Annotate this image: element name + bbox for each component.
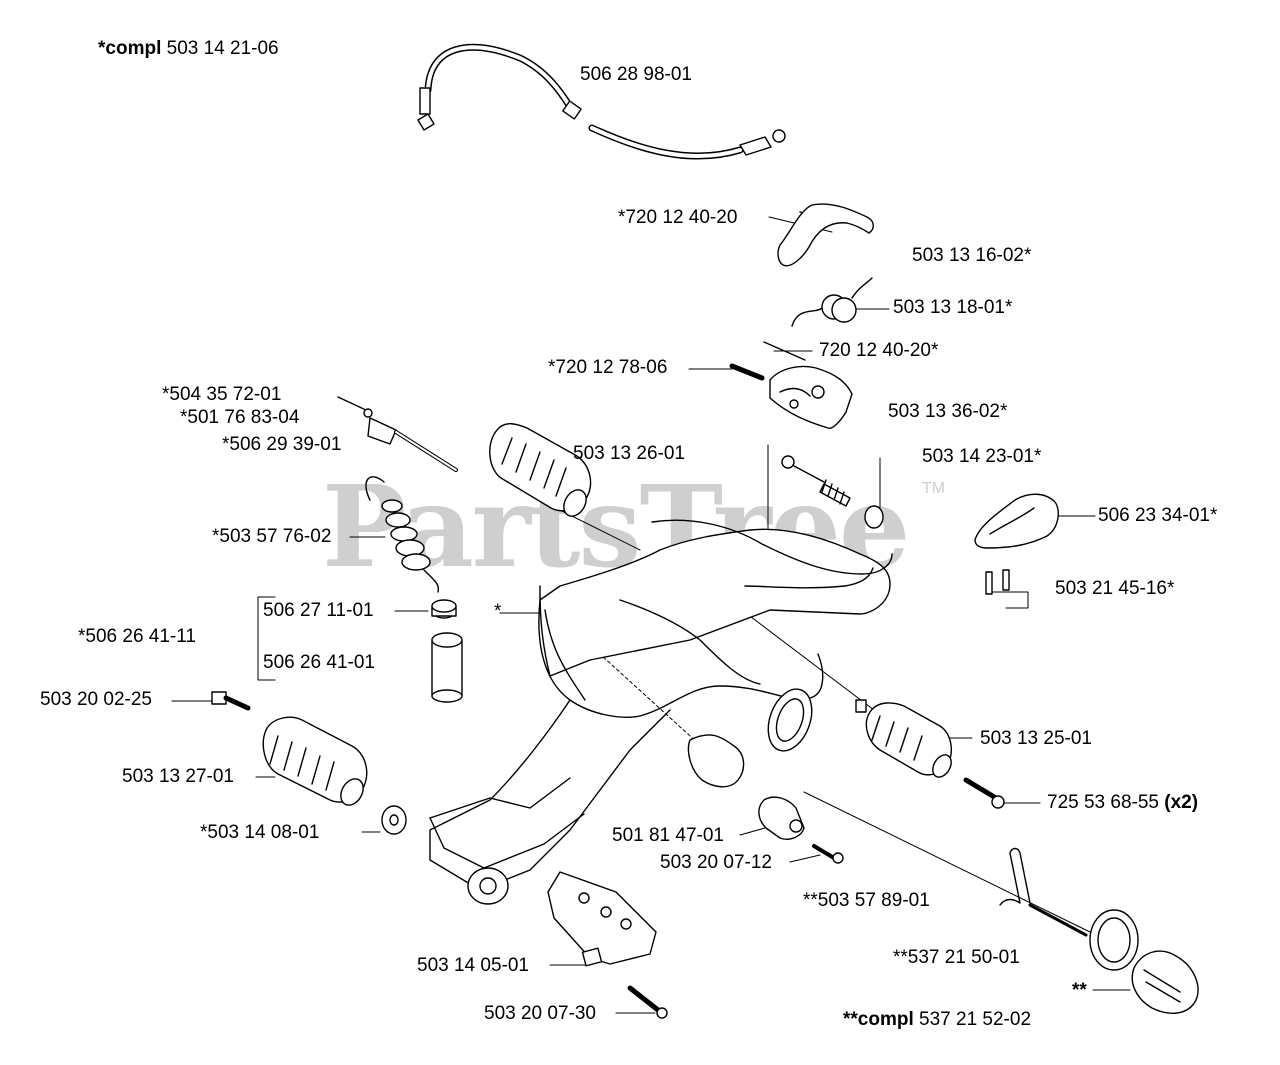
chain-catcher-part: [758, 796, 844, 864]
label-pin-1: *720 12 40-20: [618, 207, 738, 228]
trigger-housing-part: [729, 341, 853, 429]
label-compl-1: *compl 503 14 21-06: [98, 38, 279, 59]
label-detent: 503 14 23-01*: [922, 446, 1042, 467]
label-filter-bottom: 506 26 41-01: [263, 652, 375, 673]
label-pin-3: *720 12 78-06: [548, 357, 668, 378]
label-screw-3: 725 53 68-55 (x2): [1047, 792, 1199, 813]
label-screw-2: 503 20 02-25: [40, 689, 152, 710]
label-av-element-left: 503 13 27-01: [122, 766, 234, 787]
label-trigger-housing: 503 13 36-02*: [888, 401, 1008, 422]
label-compl-2: **compl 537 21 52-02: [843, 1009, 1032, 1030]
fuel-hose-part: [337, 396, 458, 472]
label-nipple-1: *504 35 72-01: [162, 384, 282, 405]
label-filter-set: *506 26 41-11: [78, 626, 196, 647]
trademark-mark: TM: [922, 480, 946, 497]
lever-spring-part: [791, 277, 873, 327]
label-throttle-cable: 506 28 98-01: [580, 64, 692, 85]
label-fuel-cap: **: [1072, 980, 1087, 1001]
throttle-lockout-part: [974, 493, 1059, 595]
av-element-top-part: [489, 423, 592, 517]
label-fuel-hose: *506 29 39-01: [222, 434, 342, 455]
bushing-part: [467, 867, 509, 905]
label-bracket: 503 14 05-01: [417, 955, 529, 976]
label-washer: *503 14 08-01: [200, 822, 320, 843]
label-filter-spring: *503 57 76-02: [212, 526, 332, 547]
label-screw-4: 503 20 07-12: [660, 852, 772, 873]
av-element-left-part: [211, 691, 368, 806]
label-screw-1: 503 21 45-16*: [1055, 578, 1175, 599]
label-av-element-top: 503 13 26-01: [573, 443, 685, 464]
label-nipple-2: *501 76 83-04: [180, 407, 300, 428]
label-chain-catcher: 501 81 47-01: [612, 825, 724, 846]
washer-part: [381, 805, 407, 835]
av-element-right-part: [855, 699, 1005, 809]
label-gasket: **537 21 50-01: [893, 947, 1020, 968]
label-spring-1: 503 13 18-01*: [893, 297, 1013, 318]
label-filter-top: 506 27 11-01: [263, 600, 374, 621]
label-pin-2: 720 12 40-20*: [819, 340, 939, 361]
label-tank: *: [494, 601, 502, 622]
fuel-cap-part: [999, 847, 1199, 1014]
fuel-filter-part: [431, 599, 463, 703]
throttle-lever-part: [777, 203, 874, 267]
filter-spring-part: [365, 476, 440, 593]
screw-bottom-part: [627, 985, 668, 1019]
label-av-element-right: 503 13 25-01: [980, 728, 1092, 749]
label-screw-5: 503 20 07-30: [484, 1003, 596, 1024]
bracket-part: [547, 871, 657, 967]
throttle-cable-part: [417, 43, 786, 160]
label-lever: 503 13 16-02*: [912, 245, 1032, 266]
label-throttle-lockout: 506 23 34-01*: [1098, 505, 1218, 526]
label-vent: **503 57 89-01: [803, 890, 930, 911]
tank-housing-part: [429, 519, 893, 891]
detent-part: [781, 455, 884, 529]
